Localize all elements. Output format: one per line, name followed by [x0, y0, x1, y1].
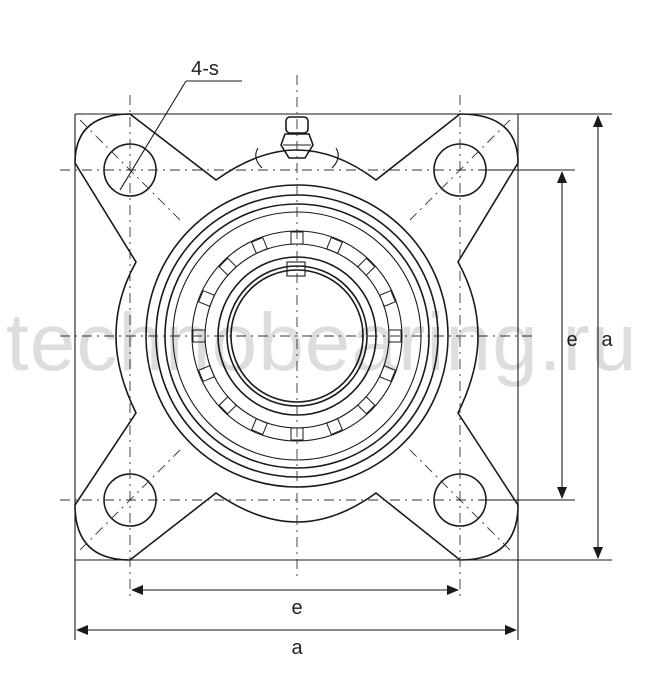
outer-envelope: [74, 113, 519, 561]
dim-e-horizontal-label: e: [291, 597, 302, 619]
roller: [218, 396, 237, 415]
roller: [251, 418, 268, 436]
horizontal-dimensions: e a: [74, 560, 519, 659]
hole-spec-label: 4-s: [191, 58, 219, 80]
roller: [326, 236, 343, 254]
vertical-dimensions: e a: [470, 113, 613, 561]
roller: [379, 365, 397, 382]
center-lines: [60, 75, 535, 600]
dim-a-vertical-label: a: [601, 329, 613, 351]
roller: [218, 257, 237, 276]
roller: [326, 418, 343, 436]
roller: [197, 290, 215, 307]
hole-callout: 4-s: [119, 58, 242, 191]
roller: [251, 236, 268, 254]
roller: [357, 396, 376, 415]
watermark-text: technobearing.ru: [6, 297, 637, 388]
grease-nipple-icon: [255, 116, 339, 169]
roller: [197, 365, 215, 382]
dim-a-horizontal-label: a: [291, 637, 303, 659]
roller: [379, 290, 397, 307]
roller: [357, 257, 376, 276]
dim-e-vertical-label: e: [566, 329, 577, 351]
